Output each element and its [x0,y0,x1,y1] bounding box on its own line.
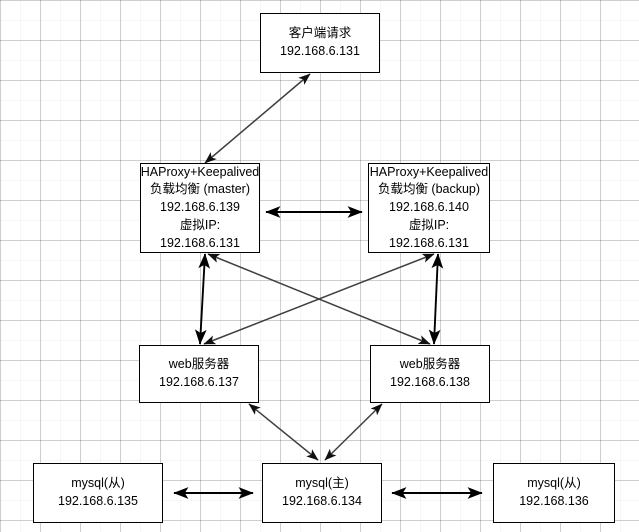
node-haproxy-backup-line-4: 虚拟IP: [408,217,450,232]
node-haproxy-backup-line-1: HAProxy+Keepalived [369,164,489,179]
edge-haproxy-backup-to-web-left [203,253,435,345]
node-client-request[interactable]: 客户端请求 192.168.6.131 [260,13,380,73]
edge-web-left-to-mysql-master [248,403,319,461]
node-haproxy-master-line-5: 192.168.6.131 [160,235,240,250]
node-haproxy-master-line-3: 192.168.6.139 [160,200,240,215]
edge-haproxy-master-to-web-left [194,253,211,345]
node-mysql-slave-136[interactable]: mysql(从) 192.168.136 [493,463,615,523]
node-haproxy-backup-line-2: 负载均衡 (backup) [377,182,481,197]
node-haproxy-master[interactable]: HAProxy+Keepalived 负载均衡 (master) 192.168.6… [140,163,260,253]
node-haproxy-backup-line-5: 192.168.6.131 [389,235,469,250]
node-web-server-138-line-2: 192.168.6.138 [390,375,470,389]
edge-haproxy-master-to-web-right [207,253,431,345]
node-web-server-138[interactable]: web服务器 192.168.6.138 [370,345,490,403]
node-mysql-master-134[interactable]: mysql(主) 192.168.6.134 [262,463,382,523]
node-web-server-137-line-1: web服务器 [168,357,230,372]
edge-haproxy-backup-to-web-right [428,253,444,345]
node-mysql-slave-135-line-2: 192.168.6.135 [58,494,138,508]
node-mysql-master-134-line-1: mysql(主) [295,476,349,491]
node-haproxy-backup-line-3: 192.168.6.140 [389,200,469,215]
node-web-server-137[interactable]: web服务器 192.168.6.137 [139,345,259,403]
node-haproxy-master-line-4: 虚拟IP: [179,217,221,232]
node-mysql-slave-135-line-1: mysql(从) [71,476,125,491]
node-web-server-137-line-2: 192.168.6.137 [159,375,239,389]
edge-web-right-to-mysql-master [324,403,383,461]
node-haproxy-master-line-1: HAProxy+Keepalived [140,164,260,179]
node-mysql-master-134-line-2: 192.168.6.134 [282,494,362,508]
node-mysql-slave-136-line-1: mysql(从) [527,476,581,491]
node-haproxy-master-line-2: 负载均衡 (master) [149,182,250,197]
node-mysql-slave-135[interactable]: mysql(从) 192.168.6.135 [33,463,163,523]
node-client-request-line-2: 192.168.6.131 [280,44,360,58]
node-mysql-slave-136-line-2: 192.168.136 [519,494,589,508]
node-haproxy-backup[interactable]: HAProxy+Keepalived 负载均衡 (backup) 192.168.6… [368,163,490,253]
node-client-request-line-1: 客户端请求 [288,26,352,41]
node-web-server-138-line-1: web服务器 [399,357,461,372]
edge-haproxy-master-to-client [204,73,311,164]
